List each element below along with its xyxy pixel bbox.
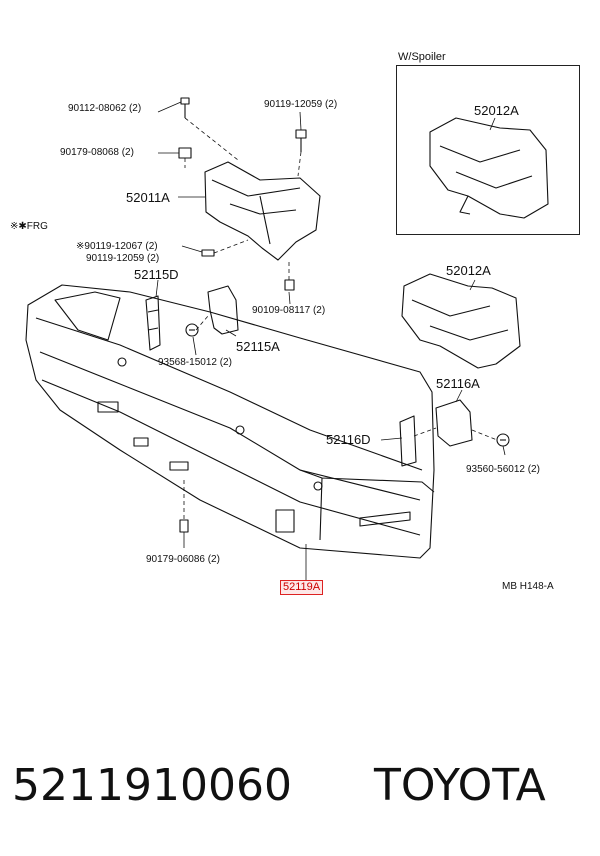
brand-name: TOYOTA <box>374 760 546 811</box>
nut-90179 <box>178 147 192 159</box>
part-label-52116d: 52116D <box>326 432 371 447</box>
bumper-face-line <box>39 351 421 501</box>
part-label-52116a: 52116A <box>436 376 480 391</box>
part-number: 5211910060 <box>12 760 292 811</box>
part-label-52115a: 52115A <box>236 339 280 354</box>
parts-diagram: W/Spoiler ※✱FRG 90112-08062 (2) 90179-08… <box>10 51 580 595</box>
part-label-93568-15012: 93568-15012 (2) <box>158 357 232 368</box>
part-label-90119-12059-top: 90119-12059 (2) <box>264 99 338 110</box>
part-label-52119a-highlighted[interactable]: 52119A <box>280 580 324 595</box>
part-label-90119-12059-side: 90119-12059 (2) <box>86 253 160 264</box>
nut-90179-06086 <box>179 519 189 533</box>
part-label-90119-12067: ※90119-12067 (2) <box>76 241 158 252</box>
bolt-90112 <box>180 97 190 118</box>
part-label-90112-08062: 90112-08062 (2) <box>68 103 142 114</box>
inset-frame <box>396 65 580 235</box>
bracket-52115a <box>207 285 239 335</box>
bolt-90119-top <box>295 129 307 152</box>
bumper-top-edge <box>35 317 423 471</box>
bumper-slot <box>133 437 149 447</box>
bracket-52115d <box>145 295 161 351</box>
bumper-slot <box>169 461 189 471</box>
part-label-90109-08117: 90109-08117 (2) <box>252 305 326 316</box>
diagram-code: MB H148-A <box>502 581 554 592</box>
bumper-slot <box>275 509 295 533</box>
part-label-93560-56012: 93560-56012 (2) <box>466 464 540 475</box>
part-label-52012a-inset: 52012A <box>474 103 519 118</box>
bracket-52116a <box>435 399 473 447</box>
bumper-lower-line <box>41 379 421 536</box>
bumper-shell <box>25 284 435 559</box>
bumper-left-bracket <box>54 291 121 341</box>
bracket-52012a <box>401 273 521 369</box>
bolt-90119-side <box>201 249 215 257</box>
bumper-slot <box>97 401 119 413</box>
part-label-52012a: 52012A <box>446 263 491 278</box>
part-label-90179-08068: 90179-08068 (2) <box>60 147 134 158</box>
part-label-52011a: 52011A <box>126 190 170 205</box>
bumper-slot <box>359 511 411 527</box>
frg-label: ※✱FRG <box>10 221 48 232</box>
bumper-end-cap <box>299 469 435 541</box>
bolt-90109 <box>284 279 295 291</box>
bracket-52011a <box>204 161 321 261</box>
part-label-90179-06086: 90179-06086 (2) <box>146 554 220 565</box>
part-label-52115d: 52115D <box>134 267 179 282</box>
inset-bracket-52012a <box>429 117 549 219</box>
inset-title: W/Spoiler <box>398 51 446 63</box>
diagram-drawing <box>25 97 549 580</box>
bracket-52116d <box>399 415 417 467</box>
